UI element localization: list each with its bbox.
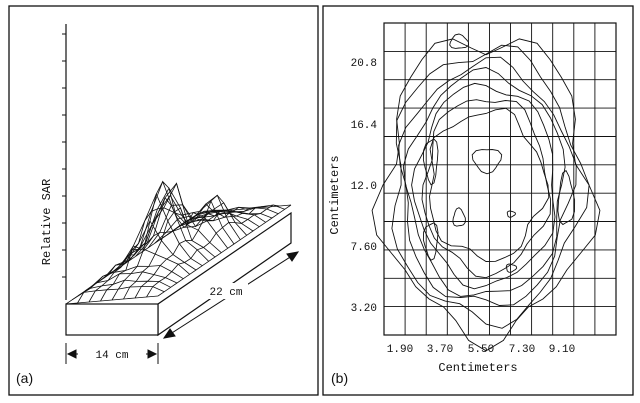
panel-a: Relative SAR 14 cm 22 cm (a)	[8, 5, 319, 396]
sar-contour-lines	[371, 33, 601, 352]
x-tick-label: 7.30	[509, 344, 535, 356]
contour-island	[506, 210, 517, 218]
mesh-line	[122, 187, 216, 266]
base-block	[65, 211, 292, 337]
length-dimension-label: 22 cm	[209, 287, 242, 299]
length-label-bg	[204, 283, 248, 299]
width-dimension-label: 14 cm	[95, 350, 128, 362]
contour-line	[391, 44, 590, 329]
panel-b: 1.90 3.70 5.50 7.30 9.10 20.8 16.4 12.0 7.60 3.2…	[322, 5, 634, 396]
mesh-line	[97, 248, 190, 283]
mesh-line	[128, 207, 222, 261]
x-tick-label: 1.90	[387, 344, 413, 356]
mesh-line	[100, 182, 234, 302]
contour-line	[398, 56, 577, 306]
mesh-line	[146, 204, 280, 298]
contour-island	[452, 207, 466, 227]
mesh-line	[192, 204, 285, 218]
mesh-line	[135, 194, 229, 257]
sar-surface-mesh	[65, 180, 292, 305]
contour-island	[422, 222, 439, 261]
mesh-line	[72, 286, 165, 301]
mesh-line	[65, 295, 159, 305]
x-tick-label: 9.10	[549, 344, 575, 356]
mesh-line	[198, 204, 292, 214]
contour-grid	[384, 23, 616, 335]
contour-island	[471, 149, 503, 175]
x-tick-label: 3.70	[427, 344, 453, 356]
y-tick-label: 7.60	[351, 242, 377, 254]
panel-a-y-ticks	[62, 33, 66, 278]
panel-b-label: (b)	[331, 370, 348, 386]
mesh-line	[116, 180, 209, 270]
x-tick-label: 5.50	[468, 344, 494, 356]
mesh-line	[167, 215, 260, 236]
panel-b-y-axis-label: Centimeters	[328, 155, 342, 234]
mesh-line	[84, 271, 178, 292]
mesh-line	[154, 202, 247, 244]
panel-b-x-axis-label: Centimeters	[438, 361, 517, 375]
y-tick-label: 16.4	[351, 120, 378, 132]
contour-island	[557, 169, 576, 226]
panel-b-x-ticks: 1.90 3.70 5.50 7.30 9.10	[387, 344, 575, 356]
contour-line	[402, 67, 566, 297]
contour-line	[421, 99, 552, 279]
mesh-line	[157, 204, 292, 297]
panel-a-label: (a)	[16, 370, 33, 386]
contour-island	[422, 138, 439, 186]
panel-a-frame	[8, 5, 319, 396]
contour-line	[411, 82, 556, 290]
contour-plot-area	[383, 22, 617, 336]
y-tick-label: 12.0	[351, 181, 377, 193]
contour-island	[449, 33, 470, 49]
panel-b-y-ticks: 20.8 16.4 12.0 7.60 3.20	[351, 58, 378, 315]
mesh-line	[111, 180, 246, 301]
panel-a-y-axis-label: Relative SAR	[40, 179, 54, 265]
mesh-line	[179, 211, 273, 227]
width-dimension	[65, 343, 159, 364]
panel-b-frame	[322, 5, 634, 396]
contour-line	[371, 38, 601, 352]
mesh-line	[186, 207, 279, 223]
contour-island	[505, 263, 518, 273]
mesh-line	[91, 265, 184, 287]
mesh-line	[160, 212, 254, 240]
contour-line	[429, 107, 550, 262]
mesh-line	[78, 279, 171, 296]
mesh-line	[103, 220, 197, 279]
y-tick-label: 20.8	[351, 58, 377, 70]
y-tick-label: 3.20	[351, 303, 377, 315]
